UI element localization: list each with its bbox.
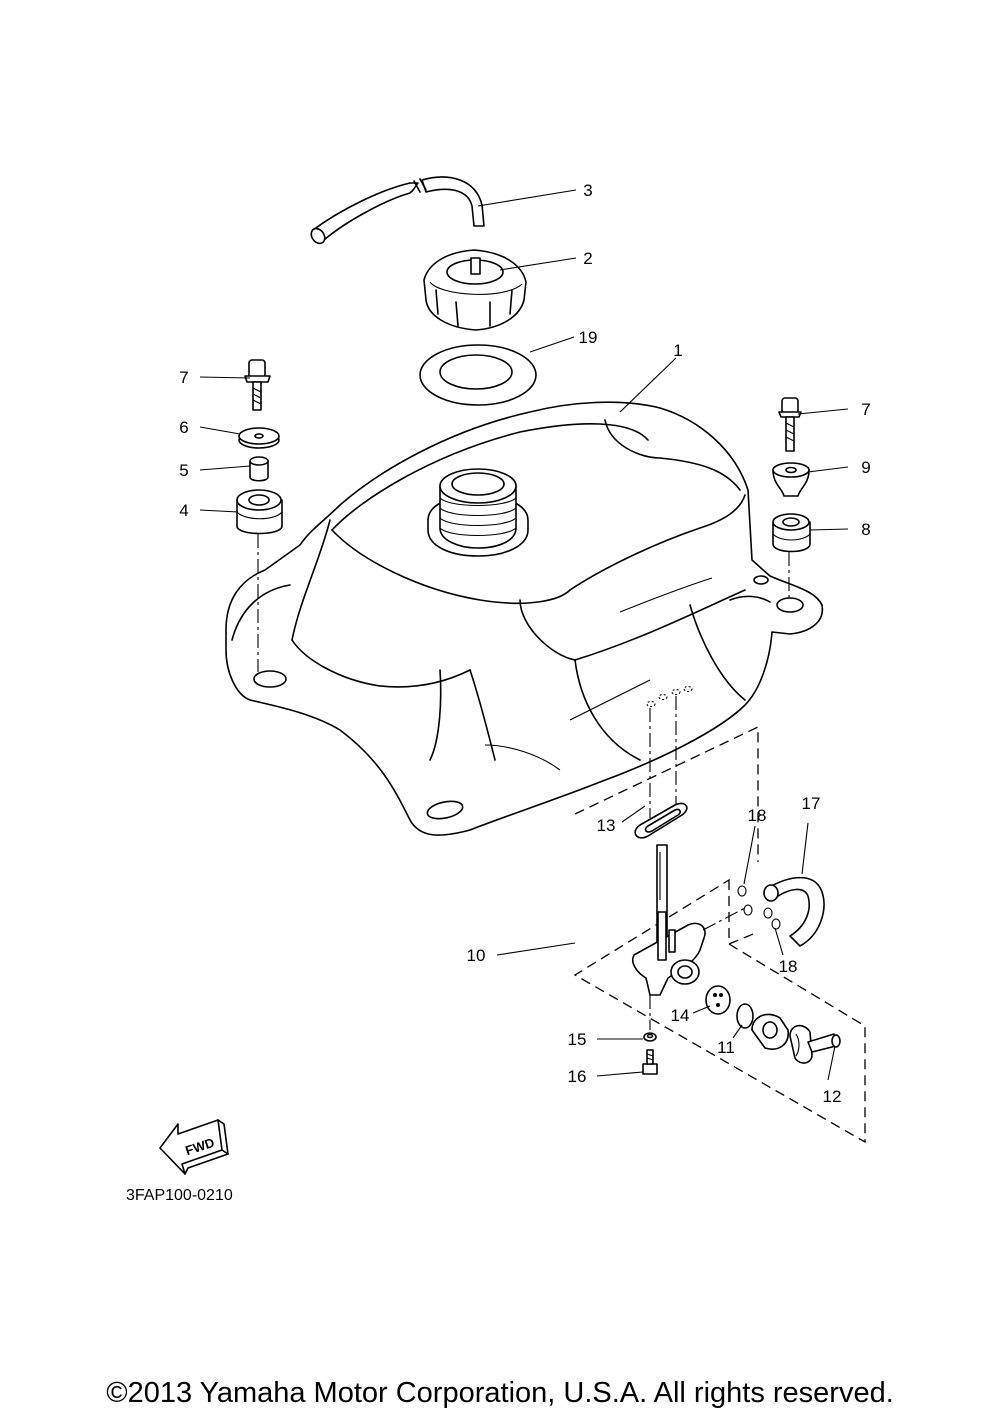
diaphragm	[705, 985, 731, 1015]
callout-7-left: 7	[179, 368, 188, 387]
breather-hose	[310, 176, 485, 245]
callout-18-bottom: 18	[779, 957, 798, 976]
leader-lines	[199, 189, 849, 1081]
left-collar	[249, 456, 269, 482]
callout-11: 11	[717, 1038, 735, 1057]
cap-gasket	[419, 344, 537, 406]
fuel-hose	[763, 876, 825, 947]
callout-1: 1	[673, 341, 682, 360]
right-damper	[772, 513, 811, 553]
left-bolt	[244, 359, 271, 411]
callout-18-top: 18	[748, 806, 767, 825]
callout-15: 15	[568, 1030, 587, 1049]
fwd-arrow-icon: FWD	[159, 1119, 229, 1175]
o-ring	[736, 1003, 754, 1029]
left-collar-washer	[238, 427, 280, 449]
fuel-cap	[423, 249, 527, 331]
fuel-cock-gasket	[634, 685, 693, 839]
callout-3: 3	[583, 181, 592, 200]
drain-bolt	[642, 1049, 658, 1075]
callout-9: 9	[861, 458, 870, 477]
fuel-cock	[631, 844, 746, 1030]
callout-19: 19	[579, 328, 598, 347]
callout-17: 17	[802, 794, 821, 813]
fuel-cock-assembly-box	[573, 725, 866, 1144]
right-bolt	[778, 397, 802, 452]
hose-clips	[737, 885, 781, 930]
callout-8: 8	[861, 520, 870, 539]
drain-washer	[643, 1032, 657, 1042]
callout-numbers: 1 2 3 4 5 6 7 7 8 9 10 11 12 13 14 15 16…	[179, 181, 870, 1106]
callout-4: 4	[179, 501, 188, 520]
callout-7-right: 7	[861, 400, 870, 419]
callout-10: 10	[467, 946, 486, 965]
callout-5: 5	[179, 461, 188, 480]
part-code: 3FAP100-0210	[126, 1187, 233, 1204]
left-damper	[236, 489, 283, 535]
callout-2: 2	[583, 249, 592, 268]
callout-14: 14	[671, 1006, 690, 1025]
right-collar	[772, 462, 810, 497]
lever-assembly	[751, 1013, 841, 1064]
callout-13: 13	[597, 816, 616, 835]
callout-6: 6	[179, 418, 188, 437]
callout-12: 12	[823, 1087, 842, 1106]
copyright-notice: ©2013 Yamaha Motor Corporation, U.S.A. A…	[106, 1377, 894, 1409]
fuel-tank	[225, 401, 824, 836]
callout-16: 16	[568, 1067, 587, 1086]
